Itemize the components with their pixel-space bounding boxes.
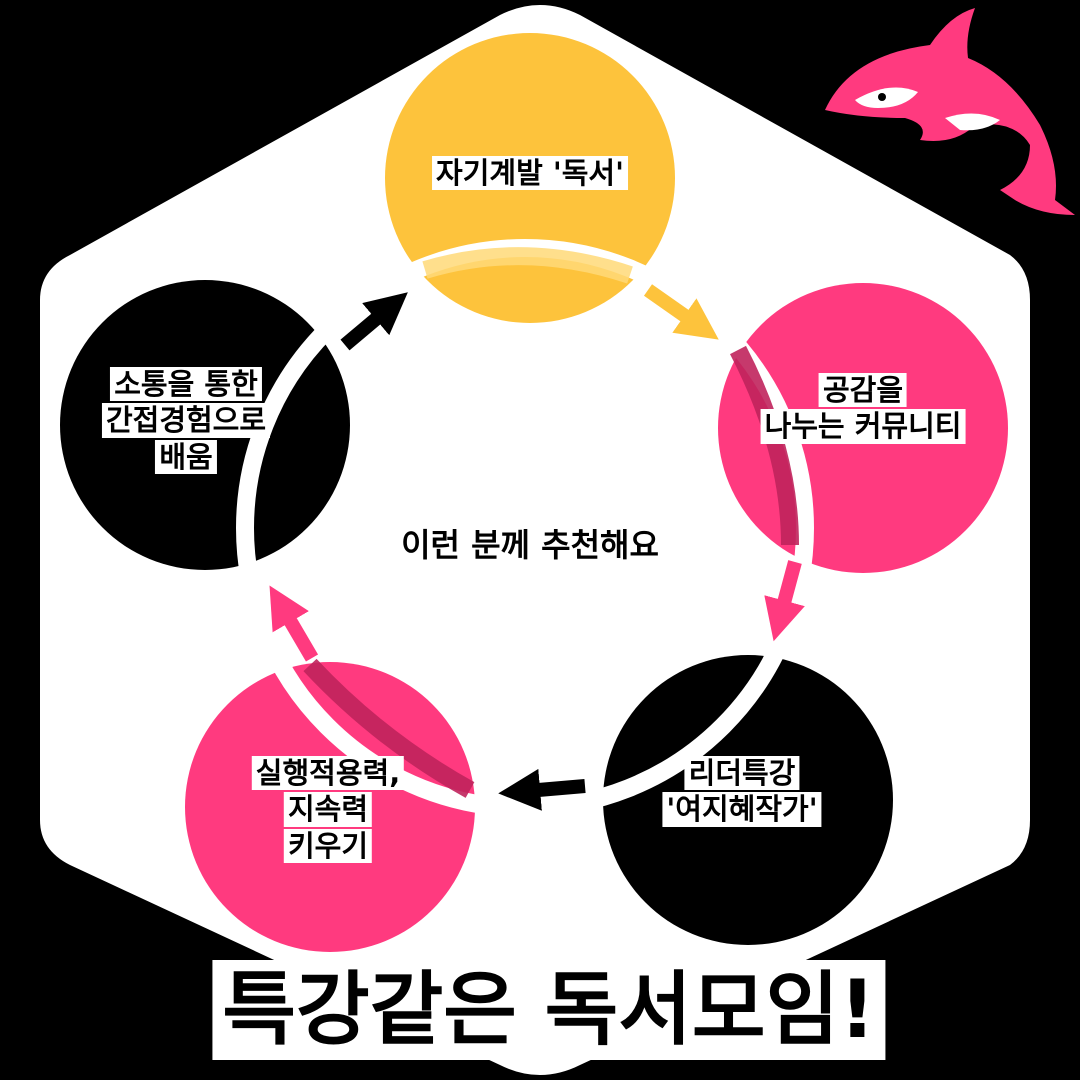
overlap-right (730, 345, 799, 546)
arrow-bottom-left-to-left (269, 585, 319, 662)
orca-icon (825, 8, 1075, 215)
node-label-left: 소통을 통한 간접경험으로 배움 (101, 366, 271, 475)
poster-title: 특강같은 독서모임! (212, 960, 886, 1060)
node-label-right: 공감을 나누는 커뮤니티 (760, 372, 966, 445)
arrow-bottom-right-to-bottom-left (498, 768, 586, 811)
arrow-right-to-bottom-right (764, 560, 805, 642)
arrow-top-to-right (643, 284, 719, 340)
node-label-bottom-left: 실행적용력, 지속력 키우기 (251, 755, 405, 864)
arrow-left-to-top (340, 292, 408, 351)
center-text: 이런 분께 추천해요 (401, 526, 659, 564)
overlap-top (422, 247, 633, 284)
overlap-bottom-left (303, 658, 475, 798)
node-label-top: 자기계발 '독서' (432, 155, 628, 191)
node-label-bottom-right: 리더특강 '여지혜작가' (662, 755, 822, 828)
